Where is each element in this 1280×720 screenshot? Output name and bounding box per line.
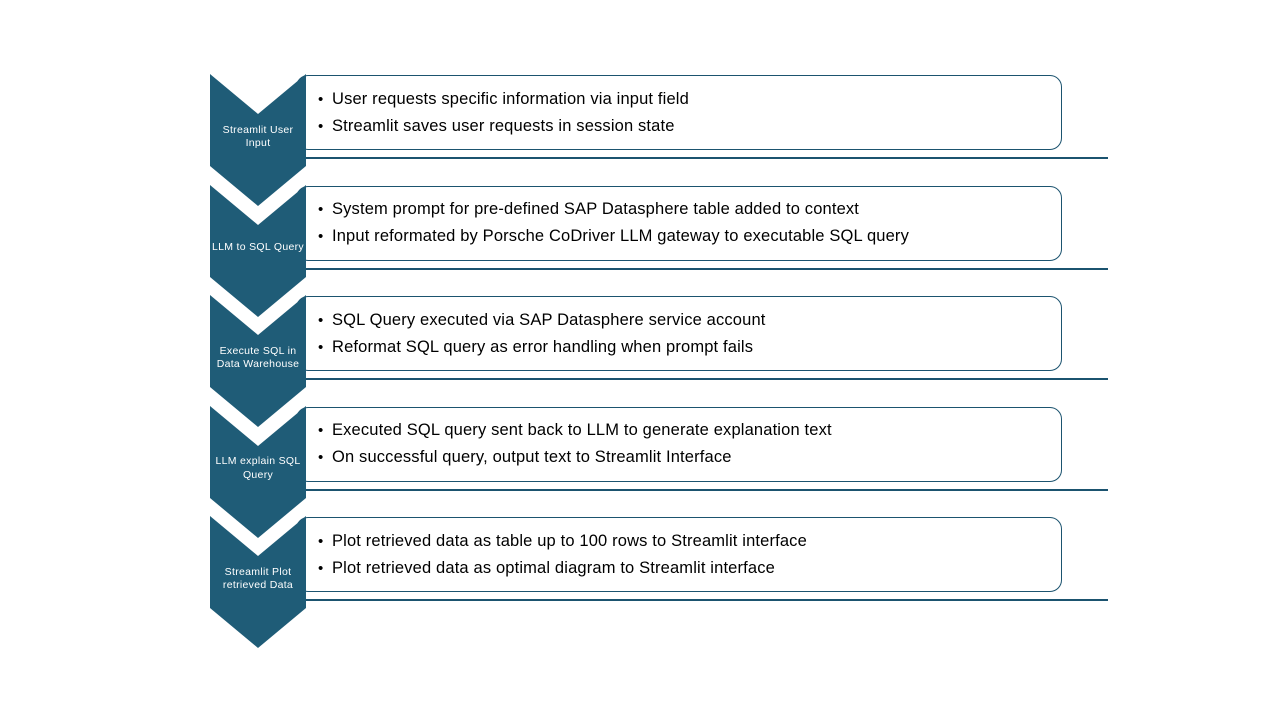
step-label-line: LLM explain SQL xyxy=(215,455,301,467)
bullet-text: Streamlit saves user requests in session… xyxy=(332,116,675,135)
bullet-item: • Executed SQL query sent back to LLM to… xyxy=(318,417,1061,444)
bullet-item: • Input reformated by Porsche CoDriver L… xyxy=(318,223,1061,250)
bullet-list: • Plot retrieved data as table up to 100… xyxy=(297,528,1061,582)
bullet-list: • System prompt for pre-defined SAP Data… xyxy=(297,196,1061,250)
bullet-list: • SQL Query executed via SAP Datasphere … xyxy=(297,307,1061,361)
step-card: • System prompt for pre-defined SAP Data… xyxy=(296,185,1062,261)
bullet-list: • User requests specific information via… xyxy=(297,86,1061,140)
bullet-text: SQL Query executed via SAP Datasphere se… xyxy=(332,310,766,329)
bullet-item: • Streamlit saves user requests in sessi… xyxy=(318,113,1061,140)
bullet-marker: • xyxy=(318,338,324,356)
step-card: • User requests specific information via… xyxy=(296,75,1062,150)
bullet-marker: • xyxy=(318,311,324,329)
process-step: • Plot retrieved data as table up to 100… xyxy=(0,516,1280,648)
bullet-marker: • xyxy=(318,201,324,218)
chevron-down-icon xyxy=(210,184,306,317)
bullet-item: • User requests specific information via… xyxy=(318,86,1061,113)
bullet-text: Input reformated by Porsche CoDriver LLM… xyxy=(332,227,909,245)
step-label-line: Streamlit User xyxy=(222,123,294,136)
card-underline xyxy=(240,157,1108,160)
step-label-line: Data Warehouse xyxy=(216,358,300,370)
card-underline xyxy=(240,378,1108,381)
process-step: • User requests specific information via… xyxy=(0,74,1280,206)
step-label: Streamlit User Input xyxy=(210,74,306,200)
step-card: • Plot retrieved data as table up to 100… xyxy=(296,517,1062,592)
step-card: • Executed SQL query sent back to LLM to… xyxy=(296,406,1062,482)
bullet-text: On successful query, output text to Stre… xyxy=(332,448,732,466)
bullet-text: Plot retrieved data as table up to 100 r… xyxy=(332,531,807,550)
step-label-line: Input xyxy=(245,137,271,149)
card-underline xyxy=(240,599,1108,602)
chevron-down-icon xyxy=(210,74,306,206)
bullet-item: • SQL Query executed via SAP Datasphere … xyxy=(318,307,1061,334)
bullet-text: User requests specific information via i… xyxy=(332,89,689,108)
step-label-line: Query xyxy=(242,468,274,481)
bullet-marker: • xyxy=(318,422,324,439)
step-label-line: LLM to SQL Query xyxy=(212,240,304,253)
step-label: LLM to SQL Query xyxy=(210,185,306,311)
process-step: • System prompt for pre-defined SAP Data… xyxy=(0,184,1280,317)
bullet-text: System prompt for pre-defined SAP Datasp… xyxy=(332,200,860,218)
bullet-marker: • xyxy=(318,532,324,550)
chevron-down-icon xyxy=(210,295,306,427)
card-underline xyxy=(240,488,1108,491)
bullet-item: • Plot retrieved data as optimal diagram… xyxy=(318,555,1061,582)
chevron-down-icon xyxy=(210,405,306,538)
bullet-marker: • xyxy=(318,228,324,245)
bullet-item: • Plot retrieved data as table up to 100… xyxy=(318,528,1061,555)
bullet-marker: • xyxy=(318,559,324,577)
chevron-down-icon xyxy=(210,516,306,648)
step-label: Execute SQL in Data Warehouse xyxy=(210,295,306,421)
step-label-line: Execute SQL in xyxy=(219,344,297,357)
bullet-marker: • xyxy=(318,90,324,108)
bullet-marker: • xyxy=(318,449,324,466)
step-label-line: Streamlit Plot xyxy=(224,565,292,578)
bullet-item: • Reformat SQL query as error handling w… xyxy=(318,334,1061,361)
bullet-text: Reformat SQL query as error handling whe… xyxy=(332,337,754,356)
process-step: • Executed SQL query sent back to LLM to… xyxy=(0,405,1280,538)
card-underline xyxy=(240,267,1108,270)
bullet-marker: • xyxy=(318,117,324,135)
bullet-list: • Executed SQL query sent back to LLM to… xyxy=(297,417,1061,471)
process-step: • SQL Query executed via SAP Datasphere … xyxy=(0,295,1280,427)
bullet-item: • System prompt for pre-defined SAP Data… xyxy=(318,196,1061,223)
bullet-item: • On successful query, output text to St… xyxy=(318,444,1061,471)
step-label-line: retrieved Data xyxy=(222,579,294,591)
step-label: Streamlit Plot retrieved Data xyxy=(210,516,306,642)
bullet-text: Executed SQL query sent back to LLM to g… xyxy=(332,421,832,439)
step-label: LLM explain SQL Query xyxy=(210,406,306,532)
step-card: • SQL Query executed via SAP Datasphere … xyxy=(296,296,1062,371)
bullet-text: Plot retrieved data as optimal diagram t… xyxy=(332,558,775,577)
